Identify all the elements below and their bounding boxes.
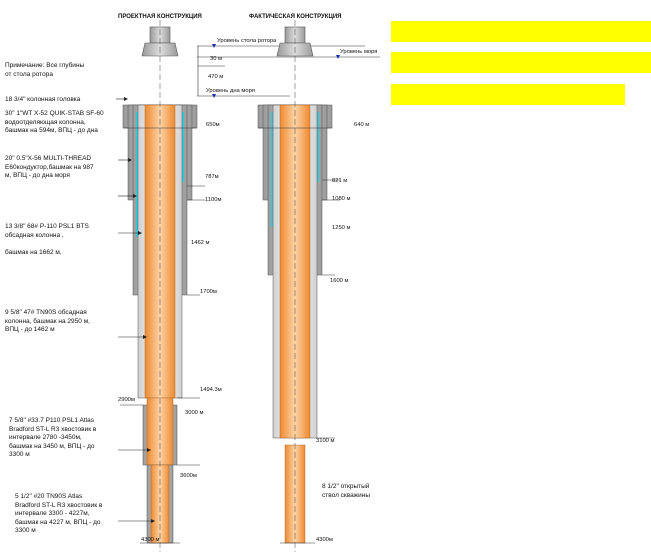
design-depth-1700: 1700м <box>200 289 217 295</box>
design-construction-header: ПРОЕКТНАЯ КОНСТРУКЦИЯ <box>118 14 202 20</box>
production-casing-label: 9 5/8" 47# TN90S обсадная колонна, башма… <box>5 309 90 333</box>
sea-level-label: Уровень моря <box>340 49 378 55</box>
actual-depth-1080: 1080 м <box>332 196 351 202</box>
actual-depth-821: 821 м <box>332 178 348 184</box>
actual-depth-640: 640 м <box>354 122 370 128</box>
design-depth-1494: 1494.3м <box>200 387 222 393</box>
yellow-marker-bar-1 <box>391 21 651 42</box>
design-depth-650: 650м <box>206 122 220 128</box>
actual-depth-1250: 1250 м <box>332 225 351 231</box>
design-depth-1462: 1462 м <box>191 240 210 246</box>
actual-construction-header: ФАКТИЧЕСКАЯ КОНСТРУКЦИЯ <box>249 14 342 20</box>
liner-7in-label: 7 5/8" #33.7 P110 PSL1 Atlas Bradford ST… <box>9 417 97 458</box>
yellow-marker-bar-2 <box>391 52 651 73</box>
leader-lines <box>116 98 151 522</box>
surface-casing-20in-label: 20" 0.5"X-56 MULTI-THREAD E60кондуктор,б… <box>5 155 94 179</box>
design-depth-787: 787м <box>205 174 219 180</box>
air-gap-label: 30 м <box>210 56 223 62</box>
design-depth-2900: 2900м <box>118 397 135 403</box>
design-well <box>120 20 205 552</box>
table-level-marker <box>212 44 216 48</box>
actual-depth-1600: 1600 м <box>330 278 349 284</box>
wellhead-label: 18 3/4" колонная головка <box>5 96 81 103</box>
seabed-level-marker <box>212 94 216 98</box>
table-level-label: Уровень стола ротора <box>217 38 277 44</box>
design-depth-3600: 3600м <box>180 473 197 479</box>
liner-5in-label: 5 1/2" #20 TN90S Atlas Bradford ST-L R3 … <box>15 493 103 534</box>
depth-reference-note: Примечание: Все глубины от стола ротора <box>5 62 85 78</box>
open-hole-label: 8 1/2" открытый ствол скважины <box>322 483 371 499</box>
water-depth-label: 470 м <box>208 74 224 80</box>
actual-depth-4300: 4300м <box>316 537 333 543</box>
sea-level-marker <box>336 55 340 59</box>
design-depth-1100: 1100м <box>205 197 222 203</box>
actual-depth-3100: 3100 м <box>316 438 335 444</box>
design-depth-3000: 3000 м <box>185 410 204 416</box>
intermediate-casing-label: 13 3/8" 68# P-110 PSL1 BTS обсадная коло… <box>5 223 89 256</box>
yellow-marker-bar-3 <box>391 84 625 105</box>
conductor-30in-label: 30" 1"WT X-52 QUIK-STAB SF-60 водоотделя… <box>5 110 104 134</box>
seabed-level-label: Уровень дна моря <box>206 88 255 94</box>
design-depth-4300: 4300 м <box>141 537 160 543</box>
actual-well <box>257 20 340 552</box>
